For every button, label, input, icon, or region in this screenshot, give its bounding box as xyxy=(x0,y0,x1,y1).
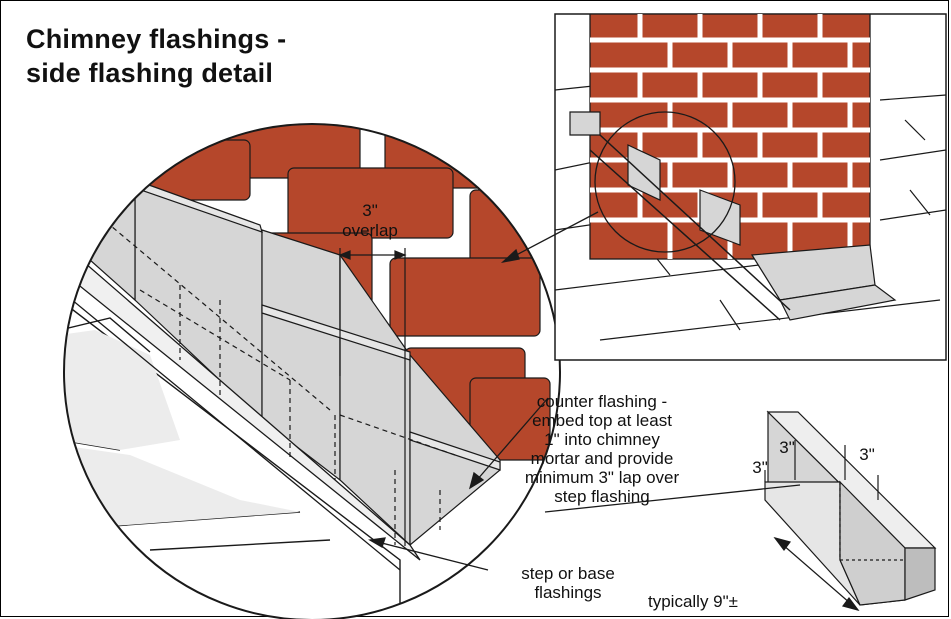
step-note-line-2: flashings xyxy=(534,583,602,602)
step-note-line-1: step or base xyxy=(521,564,615,583)
counter-flashing-note: counter flashing - embed top at least 1"… xyxy=(472,392,732,506)
step-flashing-note: step or base flashings xyxy=(478,564,658,602)
title-line-2: side flashing detail xyxy=(26,58,274,88)
overlap-word-label: overlap xyxy=(342,221,398,240)
counter-note-line-1: counter flashing - xyxy=(536,392,668,411)
overlap-dimension-label: 3" xyxy=(362,201,378,220)
counter-flashing xyxy=(134,179,501,471)
title-line-1: Chimney flashings - xyxy=(26,24,287,54)
step-flashing-profile xyxy=(764,410,937,612)
leader-lines xyxy=(368,397,801,571)
diagram-title: Chimney flashings - side flashing detail xyxy=(26,22,286,90)
dimension-left-label: 3" xyxy=(752,458,768,477)
detail-pointer-arrow xyxy=(500,211,599,264)
counter-note-line-6: step flashing xyxy=(554,487,650,506)
dimension-right-label: 3" xyxy=(859,445,875,464)
inset-chimney-illustration xyxy=(554,13,947,361)
detail-circle-outline xyxy=(63,123,561,619)
inset-flashings xyxy=(569,111,897,321)
inset-detail-marker xyxy=(594,111,736,253)
counter-note-line-4: mortar and provide xyxy=(530,449,674,468)
magnified-detail-circle xyxy=(64,124,560,619)
typical-length-label: typically 9"± xyxy=(648,592,739,611)
counter-note-line-5: minimum 3" lap over xyxy=(524,468,680,487)
counter-note-line-2: embed top at least xyxy=(532,411,672,430)
base-flashing-strip xyxy=(64,248,421,571)
counter-note-line-3: 1" into chimney xyxy=(544,430,660,449)
dimension-mid-label: 3" xyxy=(779,438,795,457)
